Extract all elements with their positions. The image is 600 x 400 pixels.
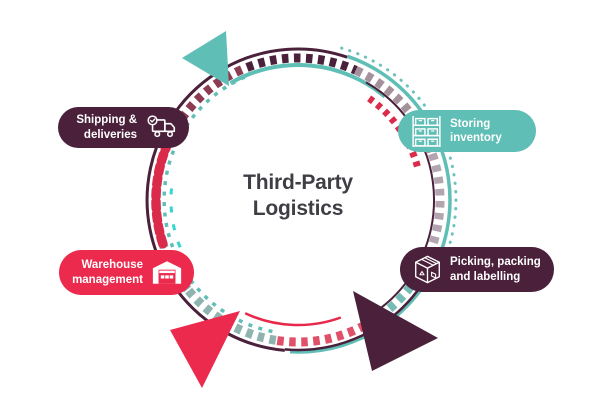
flow-arrowhead-top-teal: [182, 31, 229, 86]
label-line: inventory: [450, 132, 502, 144]
ring-arc-segment: [365, 81, 436, 319]
node-picking-packing-labelling-label: Picking, packing and labelling: [450, 255, 541, 283]
node-picking-packing-labelling: Picking, packing and labelling: [400, 247, 554, 292]
label-line: Storing: [450, 117, 491, 130]
ring-arc-segment: [244, 312, 342, 327]
ring-arc-segment: [245, 53, 358, 75]
node-shipping-deliveries-label: Shipping & deliveries: [76, 113, 137, 141]
label-line: deliveries: [83, 128, 137, 141]
ring-arc-segment: [162, 74, 273, 334]
diagram-title-line1: Third-Party: [243, 171, 353, 194]
label-line: Shipping &: [76, 114, 137, 127]
label-line: and labelling: [450, 270, 521, 283]
node-shipping-deliveries: Shipping & deliveries: [58, 107, 189, 148]
delivery-truck-icon: [145, 114, 179, 141]
node-storing-inventory-label: Storing inventory: [450, 117, 502, 145]
label-line: Warehouse: [81, 259, 143, 272]
storage-shelves-icon: [411, 115, 442, 148]
ring-arc-segment: [353, 66, 437, 156]
ring-arc-segment: [275, 315, 378, 347]
label-line: management: [72, 273, 143, 286]
ring-arc-segment: [229, 63, 387, 99]
ring-arc-segment: [178, 63, 249, 122]
node-storing-inventory: Storing inventory: [398, 110, 536, 152]
ring-arc-segment: [289, 54, 452, 354]
flow-arrowhead-bottom-left-red: [170, 311, 240, 388]
diagram-title-line2: Logistics: [252, 197, 344, 221]
diagram-title: Third-Party Logistics: [188, 170, 408, 223]
flow-arrowhead-bottom-right-maroon: [353, 291, 438, 371]
warehouse-building-icon: [151, 259, 183, 286]
package-box-icon: [413, 254, 442, 285]
ring-arc-segment: [340, 46, 458, 281]
ring-arc-segment: [284, 285, 422, 352]
node-warehouse-management-label: Warehouse management: [72, 258, 143, 286]
label-line: Picking, packing: [450, 256, 541, 269]
node-warehouse-management: Warehouse management: [59, 250, 194, 295]
ring-arc-segment: [424, 152, 445, 258]
